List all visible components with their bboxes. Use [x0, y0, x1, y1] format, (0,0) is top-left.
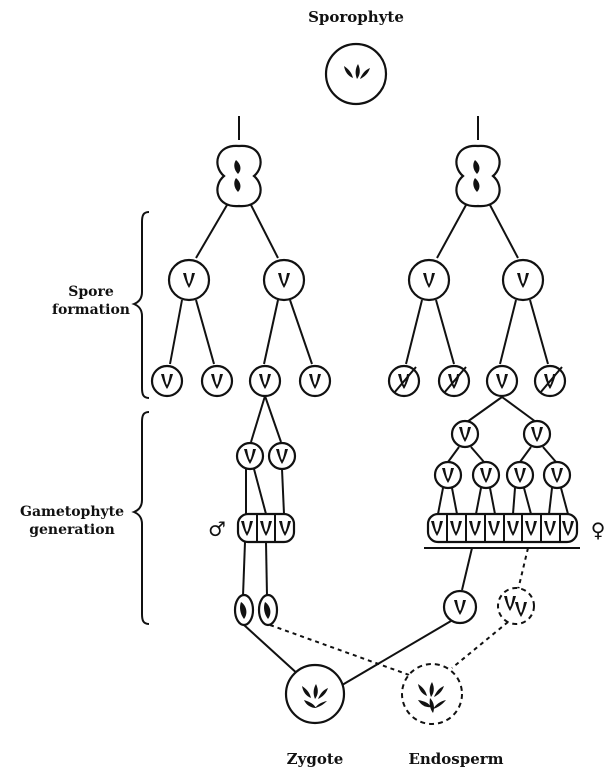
- gametophyte-label: generation: [29, 522, 115, 538]
- spore: [298, 364, 332, 398]
- degenerate-spore: [387, 364, 421, 398]
- female-symbol: ♀: [591, 518, 604, 542]
- microspore-nucleus: [267, 441, 297, 471]
- embryo-sac-nucleus: [505, 460, 535, 490]
- embryo-sac-nucleus: [450, 419, 480, 449]
- female-gametophyte: [424, 512, 580, 549]
- endosperm-label: Endosperm: [408, 750, 503, 768]
- dividing-cell-right: [455, 144, 501, 208]
- spore-formation-label: Spore: [68, 284, 114, 300]
- dividing-cell-left: [216, 144, 262, 208]
- spore: [200, 364, 234, 398]
- egg-cell: [442, 589, 478, 625]
- sporophyte-label: Sporophyte: [308, 8, 404, 26]
- sporophyte-cell: [324, 42, 388, 106]
- functional-megaspore: [485, 364, 519, 398]
- spore-mother-cell: [167, 258, 211, 302]
- sperm-cell: [233, 593, 255, 627]
- zygote-cell: [284, 663, 346, 725]
- spore-formation-bracket: [131, 211, 150, 399]
- spore: [248, 364, 282, 398]
- spore-mother-cell: [262, 258, 306, 302]
- embryo-sac-nucleus: [433, 460, 463, 490]
- gametophyte-bracket: [131, 411, 150, 625]
- spore: [150, 364, 184, 398]
- gametophyte-label: Gametophyte: [20, 504, 124, 520]
- endosperm-cell: [401, 663, 463, 725]
- spore-mother-cell: [407, 258, 451, 302]
- polar-nuclei: [497, 587, 535, 625]
- spore-formation-label: formation: [52, 302, 130, 318]
- embryo-sac-nucleus: [542, 460, 572, 490]
- male-symbol: ♂: [208, 517, 226, 541]
- spore-mother-cell: [501, 258, 545, 302]
- zygote-label: Zygote: [287, 750, 344, 768]
- male-gametophyte: [236, 512, 296, 544]
- degenerate-spore: [437, 364, 471, 398]
- sperm-cell: [257, 593, 279, 627]
- microspore-nucleus: [235, 441, 265, 471]
- embryo-sac-nucleus: [471, 460, 501, 490]
- embryo-sac-nucleus: [522, 419, 552, 449]
- degenerate-spore: [533, 364, 567, 398]
